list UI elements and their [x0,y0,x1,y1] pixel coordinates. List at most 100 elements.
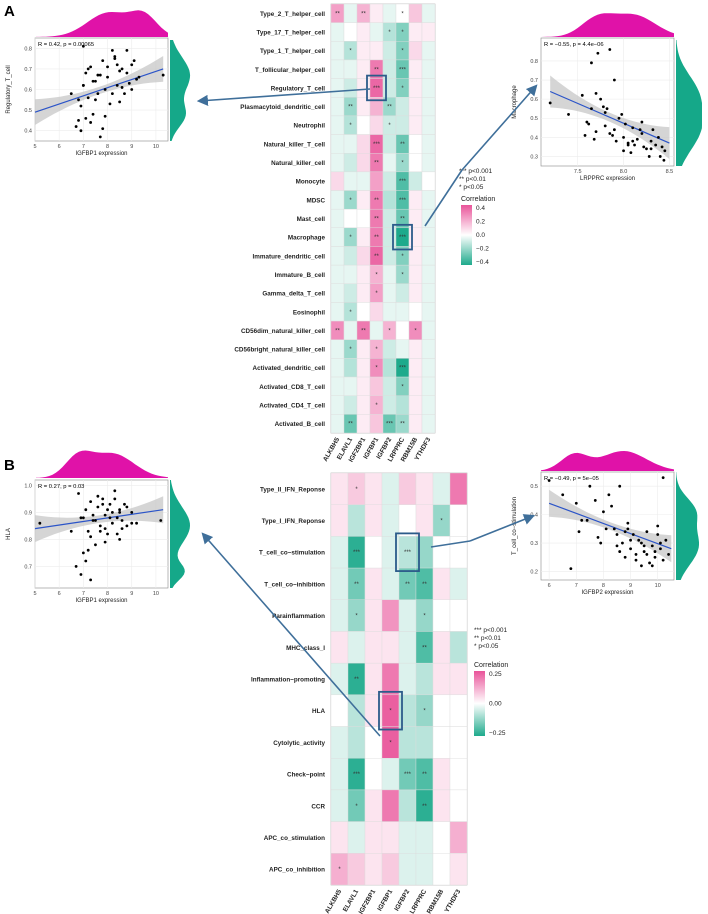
row-label: APC_co_inhibition [269,867,325,874]
data-point [130,521,134,525]
heatmap-cell [343,59,358,79]
data-point [86,96,90,100]
data-point [561,493,565,497]
heatmap-cell [408,283,423,303]
heatmap-cell [343,246,358,266]
heatmap-cell [398,599,417,632]
heatmap-cell [356,153,371,173]
heatmap-cell [395,339,410,359]
significance-mark: ** [400,422,405,428]
heatmap-cell [449,853,468,886]
data-point [601,105,605,109]
data-point [651,128,655,132]
heatmap-cell [408,395,423,415]
data-point [647,155,651,158]
heatmap-cell [381,662,400,696]
heatmap-cell [408,41,423,61]
data-point [89,65,93,69]
x-tick-label: 7 [82,591,85,597]
data-point [110,48,114,52]
significance-mark: *** [404,772,412,778]
significance-mark: * [355,804,358,810]
heatmap-cell [421,227,436,247]
significance-mark: *** [399,198,407,204]
x-tick-label: 10 [655,583,661,589]
significance-mark: *** [399,179,407,185]
significance-mark: ** [374,198,379,204]
data-point [602,510,605,514]
row-label: Macrophage [288,235,326,242]
heatmap-cell [395,302,410,322]
stat-annotation: R = 0.27, p = 0.03 [38,484,84,490]
data-point [667,553,670,556]
data-point [159,519,163,522]
significance-mark: ** [348,105,353,111]
heatmap-cell [398,726,417,759]
row-label: Natural_killer_T_cell [264,141,326,148]
data-point [89,121,93,124]
heatmap-cell [382,41,397,61]
heatmap-cell [408,414,423,434]
y-tick-label: 0.3 [530,541,538,547]
marginal-density-side [676,40,702,166]
x-tick-label: 8 [602,583,605,589]
x-tick-label: 5 [33,591,36,597]
data-point [658,155,662,158]
heatmap-cell [381,631,400,664]
data-point [664,538,668,542]
heatmap-cell [395,320,410,340]
significance-legend-item: ** p<0.01 [474,635,501,642]
heatmap-cell [449,631,468,664]
significance-mark: * [375,366,378,372]
data-point [103,114,107,118]
y-tick-label: 0.9 [24,510,32,516]
heatmap-cell [343,134,358,154]
significance-mark: *** [353,550,361,556]
column-label: IGF2BP1 [358,888,378,914]
data-point [98,73,102,77]
data-point [98,529,102,533]
data-point [94,543,97,547]
connector-line [430,540,471,548]
heatmap-cell [408,302,423,322]
row-label: Type_2_T_helper_cell [260,11,325,18]
data-point [118,508,122,512]
heatmap-cell [449,472,468,505]
heatmap-cell [421,339,436,359]
data-point [615,533,619,536]
heatmap-cell [364,821,383,854]
data-point [654,143,658,147]
heatmap-cell [381,599,400,632]
heatmap-cell [421,59,436,79]
heatmap-cell [364,599,383,632]
heatmap-cell [398,853,417,886]
data-point [89,578,93,582]
row-label: Natural_killer_cell [271,160,325,167]
data-point [108,502,112,506]
heatmap-cell [356,246,371,266]
heatmap-cell [421,153,436,173]
heatmap-cell [364,853,383,886]
column-label: YTHDF3 [444,888,463,914]
data-point [659,541,662,545]
fit-line [549,90,670,144]
y-tick-label: 0.8 [530,59,538,65]
data-point [594,130,598,134]
heatmap-cell [330,599,349,632]
data-point [662,158,666,162]
data-point [645,553,649,556]
data-point [621,541,624,545]
correlation-colorbar [461,205,472,265]
data-point [653,550,657,553]
data-point [125,505,129,509]
significance-mark: * [401,30,404,36]
correlation-legend-tick: 0.4 [476,205,485,212]
data-point [612,128,616,132]
marginal-density-top [36,450,168,478]
stat-annotation: R = 0.42, p = 0.00065 [38,42,94,48]
significance-mark: * [375,291,378,297]
data-point [645,530,649,534]
